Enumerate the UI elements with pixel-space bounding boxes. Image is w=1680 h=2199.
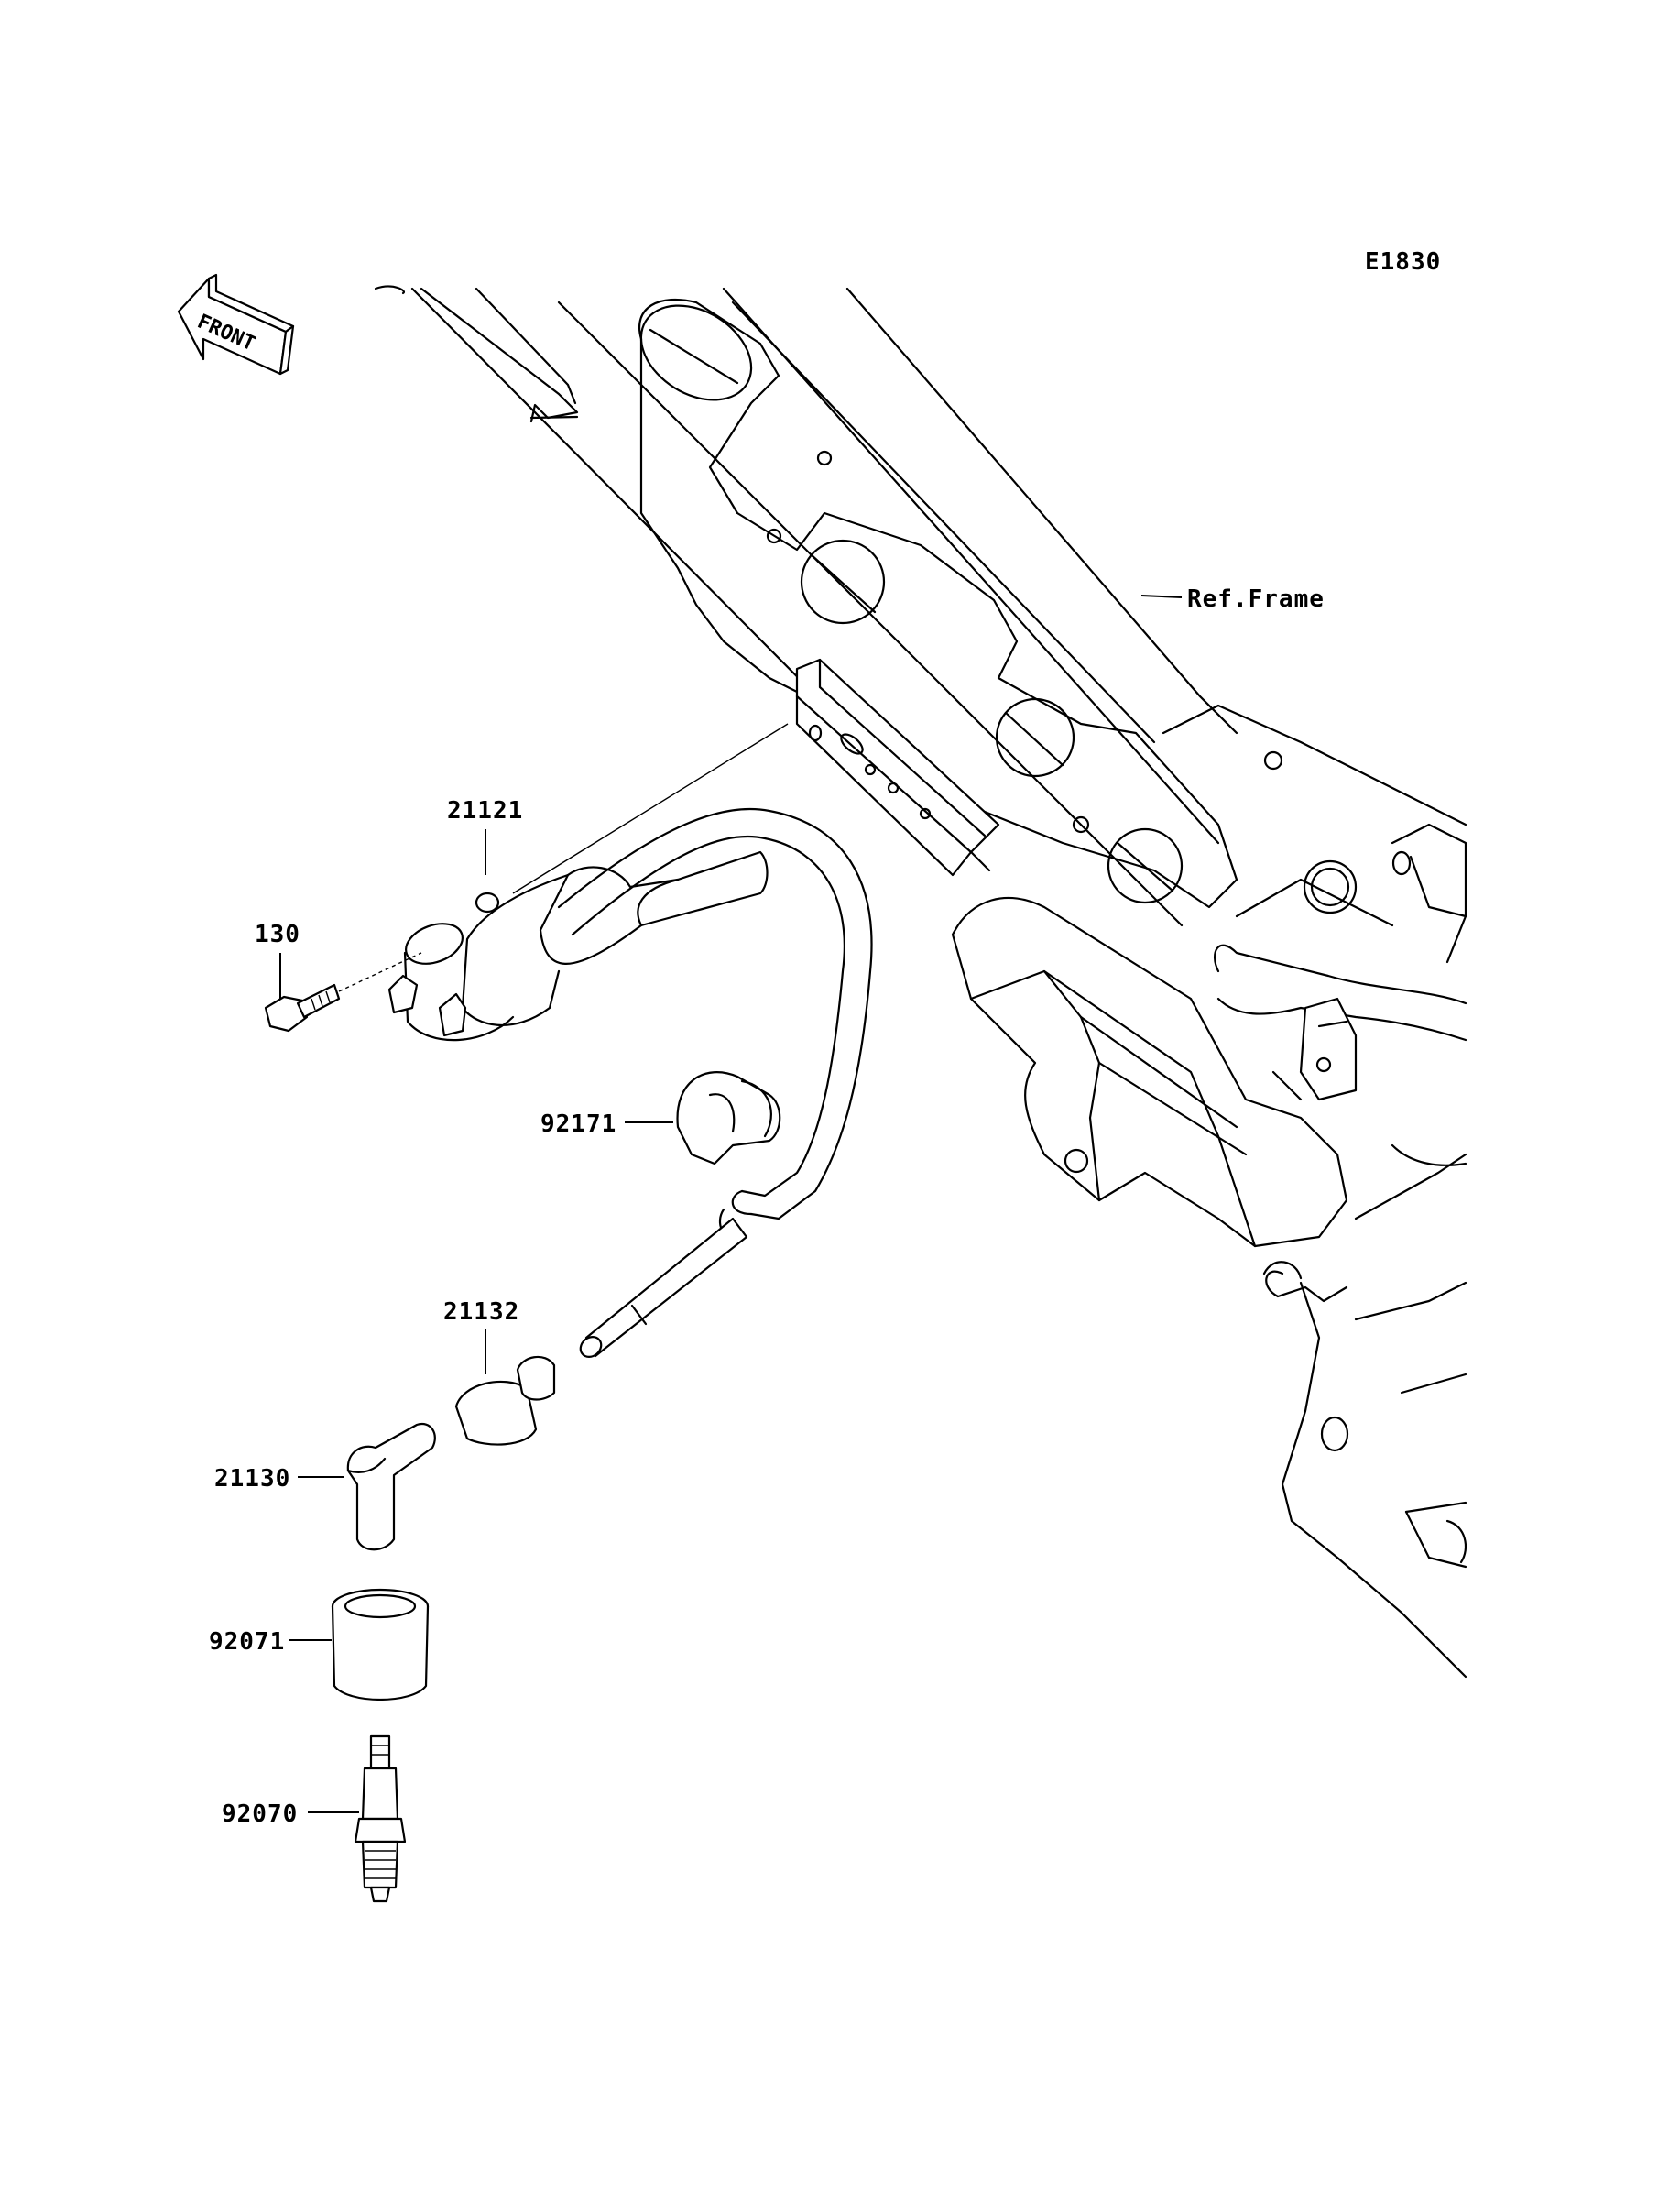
label-21130: 21130 — [214, 1465, 290, 1493]
ignition-coil-part — [387, 850, 769, 1042]
label-92070: 92070 — [222, 1800, 298, 1828]
plug-cap-part — [346, 1422, 436, 1551]
coil-mount-line — [512, 723, 789, 894]
plug-boot-part — [331, 1588, 430, 1701]
label-130: 130 — [255, 921, 300, 948]
label-92171: 92171 — [540, 1110, 616, 1138]
diagram-code: E1830 — [1365, 248, 1441, 276]
spark-plug-part — [354, 1734, 407, 1903]
label-21121: 21121 — [447, 797, 523, 825]
front-arrow-icon: FRONT — [177, 273, 295, 376]
frame-drawing — [374, 285, 1467, 1679]
label-ref-frame: Ref.Frame — [1187, 585, 1325, 613]
ref-frame-leader — [1140, 595, 1183, 598]
clamp-part — [676, 1071, 781, 1165]
label-92071: 92071 — [209, 1628, 285, 1656]
cap-seal-part — [454, 1355, 556, 1446]
ht-lead — [557, 807, 873, 1358]
label-21132: 21132 — [443, 1298, 519, 1326]
bolt-part — [264, 952, 422, 1033]
